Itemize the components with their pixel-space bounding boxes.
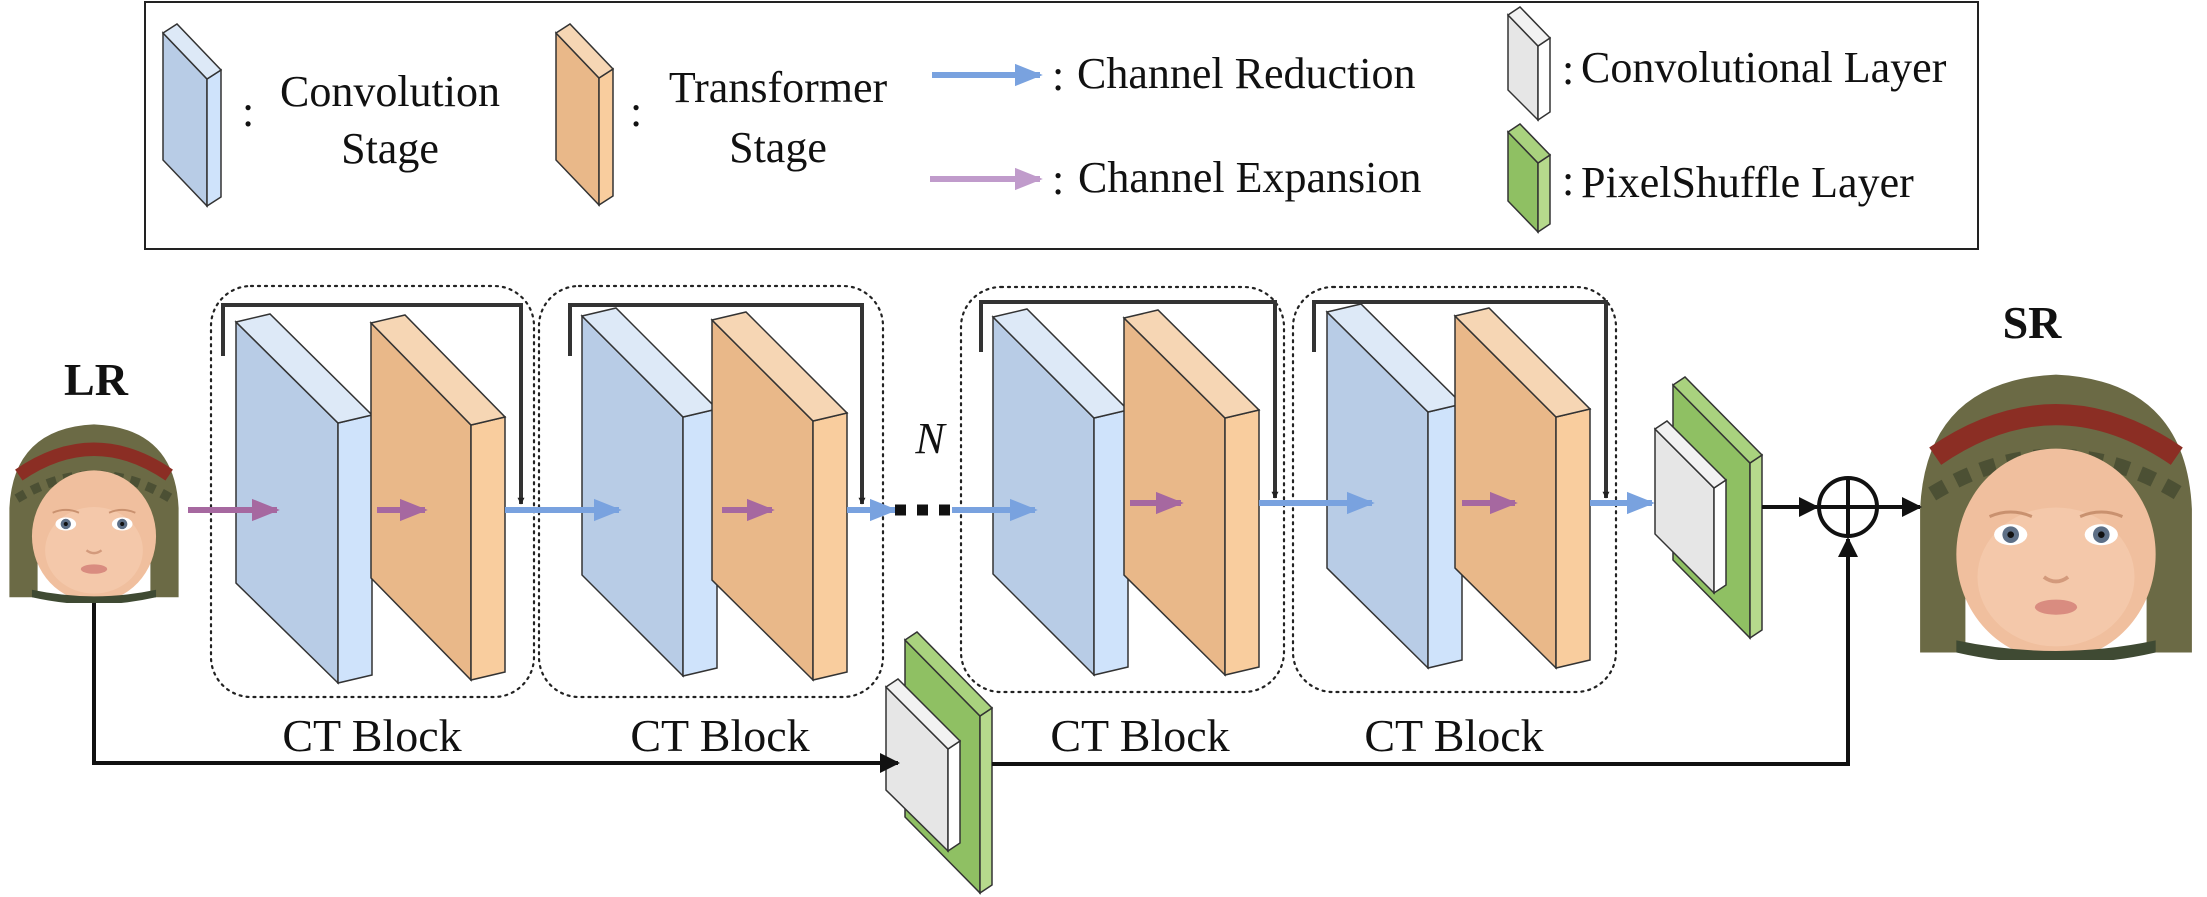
skip-connection-arrow xyxy=(221,303,525,505)
transformer-stage xyxy=(710,311,849,682)
input-label: LR xyxy=(64,354,129,405)
skip-connection-arrow xyxy=(979,300,1279,499)
legend-frame xyxy=(144,1,1979,250)
ct-block xyxy=(1291,285,1618,694)
legend-transformer-label-2: Stage xyxy=(729,123,827,172)
convolution-stage xyxy=(234,313,374,685)
skip-connection-arrow xyxy=(568,303,866,505)
convolutional-layer xyxy=(884,678,962,853)
output-label: SR xyxy=(2003,297,2063,348)
ct-block-frame xyxy=(209,284,536,699)
legend-convolution-label-2: Stage xyxy=(341,124,439,173)
convolution-stage xyxy=(1325,303,1464,670)
legend-colon: : xyxy=(630,87,642,136)
ct-block xyxy=(537,284,885,699)
ct-block-frame xyxy=(1291,285,1618,694)
output-image xyxy=(1905,366,2207,664)
ct-block xyxy=(959,285,1286,694)
residual-to-sum-arrow xyxy=(992,537,1858,766)
legend-convolution-label-1: Convolution xyxy=(280,67,500,116)
ct-block-label: CT Block xyxy=(1364,710,1543,761)
legend-convolution-swatch xyxy=(161,23,223,208)
convolutional-layer xyxy=(1653,420,1728,595)
transformer-stage xyxy=(1122,309,1261,677)
ct-block-frame xyxy=(537,284,885,699)
upsampler-residual xyxy=(884,631,994,895)
repeat-count-label: N xyxy=(914,414,947,463)
legend-colon: : xyxy=(1052,51,1064,100)
legend-pixelshuffle-swatch xyxy=(1506,123,1552,234)
legend-colon: : xyxy=(1562,156,1574,205)
legend-reduction-label: Channel Reduction xyxy=(1077,49,1416,98)
legend-expansion-label: Channel Expansion xyxy=(1078,153,1421,202)
legend-transformer-label-1: Transformer xyxy=(669,63,888,112)
upsampler-main xyxy=(1653,376,1764,640)
legend-pixelshuffle-label: PixelShuffle Layer xyxy=(1581,158,1914,207)
ct-block-label: CT Block xyxy=(282,710,461,761)
convolution-stage xyxy=(991,308,1130,677)
ct-block xyxy=(209,284,536,699)
legend: : Convolution Stage : Transformer Stage … xyxy=(144,1,1979,250)
transformer-stage xyxy=(1453,307,1592,670)
legend-colon: : xyxy=(1562,45,1574,94)
global-residual-arrow xyxy=(92,603,900,773)
legend-transformer-swatch xyxy=(554,23,615,207)
convolution-stage xyxy=(580,307,719,678)
legend-conv-layer-label: Convolutional Layer xyxy=(1581,43,1947,92)
skip-connection-arrow xyxy=(1312,300,1610,499)
ct-block-label: CT Block xyxy=(630,710,809,761)
legend-conv-layer-swatch xyxy=(1506,6,1552,122)
legend-colon: : xyxy=(242,87,254,136)
ct-block-label: CT Block xyxy=(1050,710,1229,761)
input-image xyxy=(0,419,188,605)
ct-block-frame xyxy=(959,285,1286,694)
transformer-stage xyxy=(369,314,507,682)
circled-plus-icon xyxy=(1817,476,1879,538)
legend-colon: : xyxy=(1052,155,1064,204)
